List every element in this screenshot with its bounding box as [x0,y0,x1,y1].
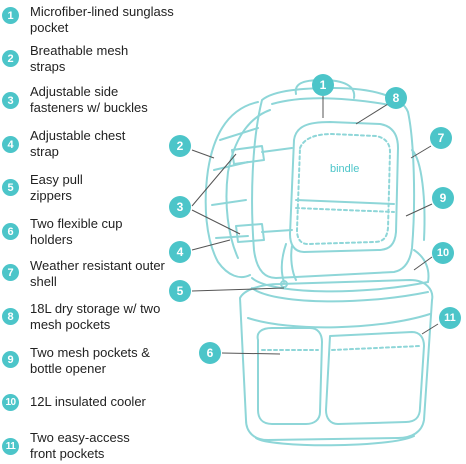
legend-label-1: Microfiber-lined sunglass pocket [30,4,174,35]
badge-10: 10 [2,394,19,411]
leader-11 [421,323,439,335]
feature-legend: 1 Microfiber-lined sunglass pocket 2 Bre… [0,0,175,463]
callout-6-badge [199,342,221,364]
legend-item-7: 7 Weather resistant outer shell [0,258,175,292]
callout-2-badge [169,135,191,157]
leader-lines [191,96,439,355]
legend-label-9: Two mesh pockets & bottle opener [30,345,150,376]
badge-3: 3 [2,92,19,109]
callout-8: 8 [385,87,407,109]
legend-item-6: 6 Two flexible cup holders [0,216,175,250]
legend-item-9: 9 Two mesh pockets & bottle opener [0,345,175,379]
badge-9: 9 [2,351,19,368]
callout-7: 7 [430,127,452,149]
legend-label-10: 12L insulated cooler [30,394,146,409]
callout-11: 11 [439,307,461,329]
leader-2 [191,149,215,159]
callout-9: 9 [432,187,454,209]
callout-10: 10 [432,242,454,264]
callout-4-number: 4 [177,245,184,259]
callout-5-badge [169,280,191,302]
callout-1-badge [312,74,334,96]
leader-4 [191,239,231,251]
callout-6-number: 6 [207,346,214,360]
legend-label-6: Two flexible cup holders [30,216,123,247]
callout-3: 3 [169,196,191,218]
leader-3b [191,209,241,235]
callout-3-number: 3 [177,200,184,214]
leader-9 [405,203,433,217]
callout-3-badge [169,196,191,218]
badge-4: 4 [2,136,19,153]
legend-label-2: Breathable mesh straps [30,43,129,74]
legend-item-3: 3 Adjustable side fasteners w/ buckles [0,84,175,118]
legend-label-4: Adjustable chest strap [30,128,126,159]
callout-7-badge [430,127,452,149]
callout-9-number: 9 [440,191,447,205]
badge-1: 1 [2,7,19,24]
legend-item-1: 1 Microfiber-lined sunglass pocket [0,4,175,38]
leader-8 [355,103,389,125]
leader-3a [191,153,237,207]
callout-2: 2 [169,135,191,157]
callout-8-badge [385,87,407,109]
callout-5: 5 [169,280,191,302]
badge-5: 5 [2,179,19,196]
callout-10-number: 10 [437,247,449,259]
legend-label-8: 18L dry storage w/ two mesh pockets [30,301,161,332]
callout-4: 4 [169,241,191,263]
legend-label-11: Two easy-access front pockets [30,430,130,461]
callouts: 1 8 7 9 2 3 4 5 [169,74,461,364]
badge-2: 2 [2,50,19,67]
legend-item-8: 8 18L dry storage w/ two mesh pockets [0,301,175,335]
callout-8-number: 8 [393,91,400,105]
legend-label-3: Adjustable side fasteners w/ buckles [30,84,148,115]
callout-2-number: 2 [177,139,184,153]
legend-label-7: Weather resistant outer shell [30,258,165,289]
legend-item-10: 10 12L insulated cooler [0,394,175,414]
callout-11-badge [439,307,461,329]
callout-11-number: 11 [444,312,456,324]
legend-label-5: Easy pull zippers [30,172,83,203]
leader-5 [191,287,285,292]
legend-item-5: 5 Easy pull zippers [0,172,175,206]
callout-10-badge [432,242,454,264]
badge-7: 7 [2,264,19,281]
callout-7-number: 7 [438,131,445,145]
callout-1-number: 1 [320,78,327,92]
badge-6: 6 [2,223,19,240]
leader-10 [413,256,433,271]
legend-item-11: 11 Two easy-access front pockets [0,430,175,464]
backpack-illustration [204,79,434,447]
leader-7 [410,145,432,159]
callout-4-badge [169,241,191,263]
leader-6 [221,352,281,355]
badge-8: 8 [2,308,19,325]
callout-6: 6 [199,342,221,364]
badge-11: 11 [2,438,19,455]
callout-5-number: 5 [177,284,184,298]
callout-1: 1 [312,74,334,96]
callout-9-badge [432,187,454,209]
legend-item-4: 4 Adjustable chest strap [0,128,175,162]
brand-logo: bindle [330,163,359,175]
legend-item-2: 2 Breathable mesh straps [0,43,175,77]
